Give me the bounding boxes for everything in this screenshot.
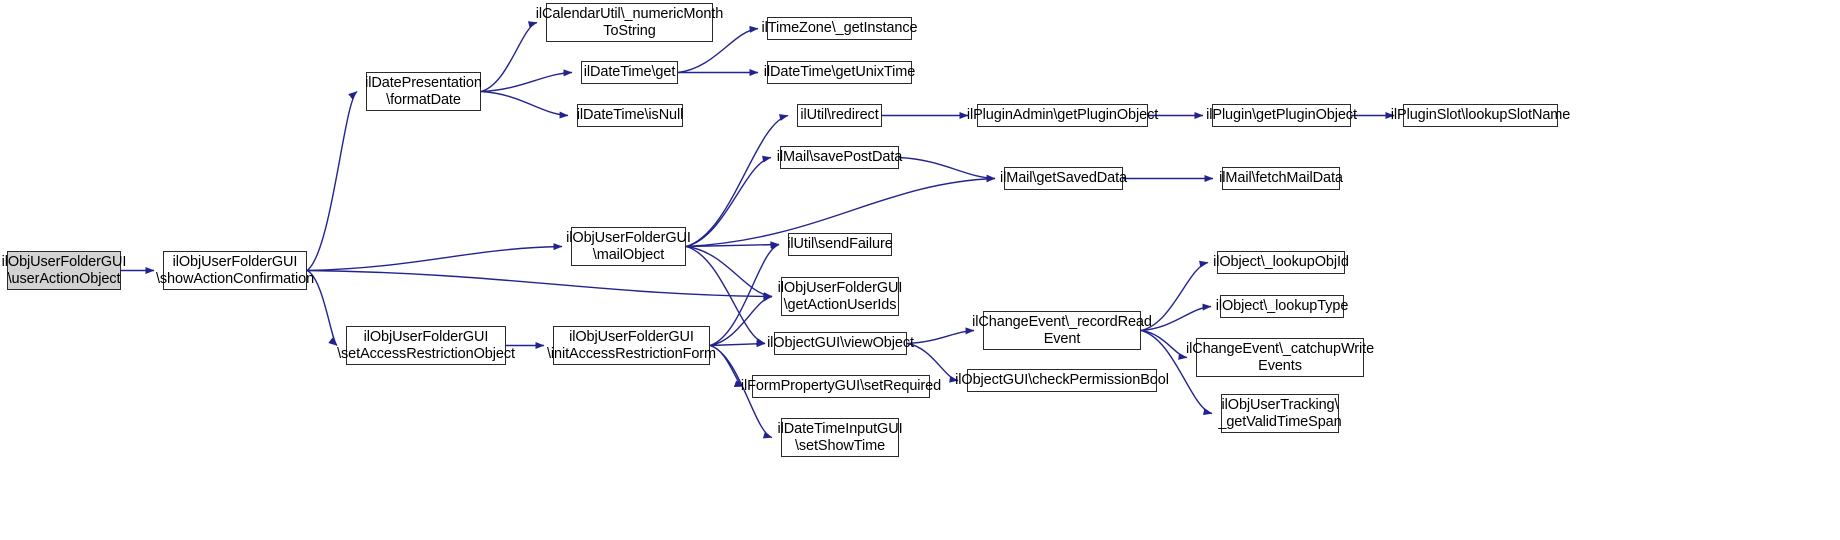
- graph-node-label: ilUtil\redirect: [800, 107, 879, 124]
- graph-node-label: ilCalendarUtil\_numericMonth ToString: [535, 6, 724, 39]
- graph-node-label: ilObjUserFolderGUI \initAccessRestrictio…: [546, 329, 717, 362]
- graph-node-dateTimeGet[interactable]: ilDateTime\get: [581, 61, 678, 84]
- graph-edge-formatDate-to-dateTimeIsNull: [480, 90, 569, 119]
- graph-node-mailObject[interactable]: ilObjUserFolderGUI \mailObject: [566, 227, 691, 266]
- graph-node-getSavedData[interactable]: ilMail\getSavedData: [1000, 167, 1127, 190]
- graph-node-label: ilDateTime\getUnixTime: [763, 64, 916, 81]
- graph-node-lookupSlotName[interactable]: ilPluginSlot\lookupSlotName: [1391, 104, 1570, 127]
- graph-node-savePostData[interactable]: ilMail\savePostData: [777, 146, 902, 169]
- graph-node-label: ilChangeEvent\_recordRead Event: [972, 314, 1152, 347]
- graph-node-label: ilDateTimeInputGUI \setShowTime: [777, 421, 903, 454]
- graph-node-label: ilObjUserFolderGUI \setAccessRestriction…: [337, 329, 515, 362]
- graph-node-label: ilPluginSlot\lookupSlotName: [1390, 107, 1571, 124]
- graph-node-timeZoneGetInstance[interactable]: ilTimeZone\_getInstance: [762, 17, 918, 40]
- graph-node-lookupObjId[interactable]: ilObject\_lookupObjId: [1213, 251, 1349, 274]
- graph-node-dateTimeIsNull[interactable]: ilDateTime\isNull: [577, 104, 683, 127]
- graph-node-checkPermissionBool[interactable]: ilObjectGUI\checkPermissionBool: [955, 369, 1169, 392]
- graph-node-redirect[interactable]: ilUtil\redirect: [797, 104, 882, 127]
- graph-node-label: ilUtil\sendFailure: [787, 236, 893, 253]
- graph-node-label: ilObjUserTracking\ _getValidTimeSpan: [1218, 397, 1342, 430]
- graph-node-setShowTime[interactable]: ilDateTimeInputGUI \setShowTime: [778, 418, 903, 457]
- graph-node-catchupWriteEvents[interactable]: ilChangeEvent\_catchupWrite Events: [1186, 338, 1374, 377]
- graph-edge-showActionConfirmation-to-getActionUserIds: [306, 269, 773, 300]
- graph-node-label: ilDateTime\get: [583, 64, 676, 81]
- graph-edge-mailObject-to-getActionUserIds: [685, 245, 773, 300]
- graph-node-label: ilFormPropertyGUI\setRequired: [740, 378, 942, 395]
- graph-node-label: ilObjectGUI\viewObject: [767, 335, 914, 352]
- graph-node-viewObject[interactable]: ilObjectGUI\viewObject: [767, 332, 914, 355]
- graph-node-initAccessRestriction[interactable]: ilObjUserFolderGUI \initAccessRestrictio…: [547, 326, 716, 365]
- graph-node-label: ilMail\getSavedData: [999, 170, 1128, 187]
- graph-node-userActionObject[interactable]: ilObjUserFolderGUI \userActionObject: [2, 251, 126, 290]
- graph-node-label: ilDatePresentation \formatDate: [365, 75, 482, 108]
- graph-node-showActionConfirmation[interactable]: ilObjUserFolderGUI \showActionConfirmati…: [156, 251, 314, 290]
- graph-node-label: ilObjUserFolderGUI \mailObject: [566, 230, 691, 263]
- graph-node-label: ilMail\savePostData: [776, 149, 903, 166]
- graph-node-label: ilPlugin\getPluginObject: [1206, 107, 1357, 124]
- graph-node-setAccessRestriction[interactable]: ilObjUserFolderGUI \setAccessRestriction…: [337, 326, 515, 365]
- graph-edge-formatDate-to-dateTimeGet: [480, 69, 573, 93]
- graph-node-label: ilObject\_lookupObjId: [1213, 254, 1349, 271]
- graph-node-label: ilObjUserFolderGUI \userActionObject: [1, 254, 127, 287]
- graph-node-setRequired[interactable]: ilFormPropertyGUI\setRequired: [741, 375, 941, 398]
- graph-node-label: ilObjectGUI\checkPermissionBool: [955, 372, 1169, 389]
- graph-node-recordReadEvent[interactable]: ilChangeEvent\_recordRead Event: [972, 311, 1152, 350]
- graph-edge-formatDate-to-numericMonthToString: [480, 21, 538, 93]
- graph-node-getUnixTime[interactable]: ilDateTime\getUnixTime: [764, 61, 915, 84]
- graph-node-label: ilObject\_lookupType: [1215, 298, 1349, 315]
- graph-node-pluginGetPluginObject[interactable]: ilPlugin\getPluginObject: [1206, 104, 1357, 127]
- graph-node-label: ilMail\fetchMailData: [1219, 170, 1343, 187]
- graph-node-pluginAdminGetPlugin[interactable]: ilPluginAdmin\getPluginObject: [967, 104, 1158, 127]
- graph-edge-savePostData-to-getSavedData: [898, 156, 996, 182]
- graph-node-sendFailure[interactable]: ilUtil\sendFailure: [787, 233, 893, 256]
- graph-node-label: ilPluginAdmin\getPluginObject: [966, 107, 1159, 124]
- graph-edge-mailObject-to-redirect: [685, 114, 789, 248]
- graph-edge-mailObject-to-sendFailure: [685, 241, 780, 249]
- graph-edge-showActionConfirmation-to-formatDate: [306, 90, 358, 272]
- graph-node-label: ilObjUserFolderGUI \getActionUserIds: [777, 280, 903, 313]
- graph-node-numericMonthToString[interactable]: ilCalendarUtil\_numericMonth ToString: [536, 3, 723, 42]
- graph-node-label: ilDateTime\isNull: [576, 107, 684, 124]
- graph-node-getActionUserIds[interactable]: ilObjUserFolderGUI \getActionUserIds: [778, 277, 902, 316]
- graph-node-label: ilObjUserFolderGUI \showActionConfirmati…: [155, 254, 315, 287]
- graph-node-formatDate[interactable]: ilDatePresentation \formatDate: [365, 72, 482, 111]
- graph-node-label: ilTimeZone\_getInstance: [761, 20, 918, 37]
- graph-node-lookupType[interactable]: ilObject\_lookupType: [1216, 295, 1348, 318]
- graph-node-getValidTimeSpan[interactable]: ilObjUserTracking\ _getValidTimeSpan: [1218, 394, 1342, 433]
- graph-node-label: ilChangeEvent\_catchupWrite Events: [1185, 341, 1375, 374]
- graph-edge-initAccessRestriction-to-sendFailure: [709, 243, 780, 347]
- graph-node-fetchMailData[interactable]: ilMail\fetchMailData: [1219, 167, 1343, 190]
- graph-edge-showActionConfirmation-to-mailObject: [306, 243, 563, 272]
- graph-edge-mailObject-to-savePostData: [685, 155, 772, 248]
